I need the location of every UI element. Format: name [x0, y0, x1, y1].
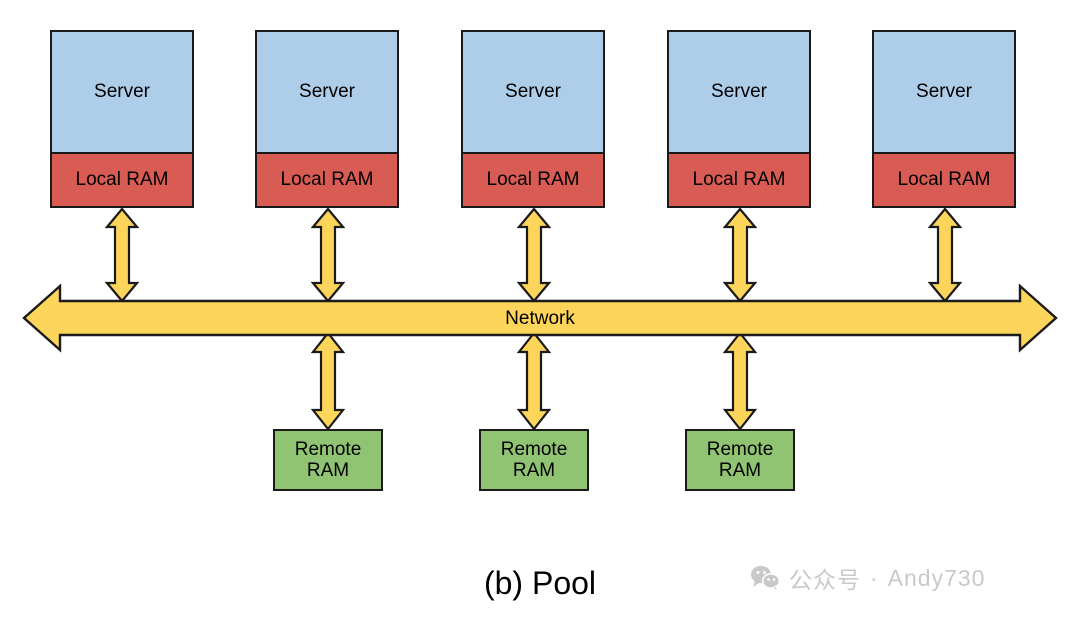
remote-ram-label-1-line1: Remote — [294, 438, 362, 460]
server-body-1: Server — [50, 30, 194, 153]
remote-ram-label-2-line1: Remote — [500, 438, 568, 460]
watermark: 公众号 · Andy730 — [750, 561, 985, 595]
remote-ram-node-2[interactable]: Remote RAM — [479, 429, 589, 491]
local-ram-label-4: Local RAM — [692, 169, 786, 191]
server-body-3: Server — [461, 30, 605, 153]
local-ram-label-2: Local RAM — [280, 169, 374, 191]
remote-ram-node-3[interactable]: Remote RAM — [685, 429, 795, 491]
local-ram-label-1: Local RAM — [75, 169, 169, 191]
server-label-5: Server — [916, 81, 972, 103]
figure-caption: (b) Pool — [483, 565, 597, 601]
network-label: Network — [505, 308, 575, 329]
network-bus[interactable] — [22, 283, 1058, 358]
remote-ram-label-1-line2: RAM — [306, 460, 350, 481]
remote-ram-node-1[interactable]: Remote RAM — [273, 429, 383, 491]
server-body-4: Server — [667, 30, 811, 153]
watermark-name: Andy730 — [887, 564, 986, 591]
server-body-2: Server — [255, 30, 399, 153]
local-ram-4: Local RAM — [667, 153, 811, 208]
local-ram-1: Local RAM — [50, 153, 194, 208]
local-ram-2: Local RAM — [255, 153, 399, 208]
server-label-1: Server — [94, 81, 150, 103]
server-label-3: Server — [505, 81, 561, 103]
wechat-logo-icon — [751, 565, 780, 591]
local-ram-3: Local RAM — [461, 153, 605, 208]
remote-ram-label-3-line2: RAM — [718, 460, 762, 481]
server-node-3[interactable]: Server Local RAM — [461, 30, 605, 208]
server-label-4: Server — [711, 81, 767, 103]
watermark-account: 公众号 — [789, 567, 861, 593]
server-label-2: Server — [299, 81, 355, 103]
server-node-5[interactable]: Server Local RAM — [872, 30, 1016, 208]
local-ram-5: Local RAM — [872, 153, 1016, 208]
double-headed-horizontal-arrow-icon — [22, 283, 1058, 353]
remote-ram-label-2-line2: RAM — [512, 460, 556, 481]
local-ram-label-5: Local RAM — [897, 169, 991, 191]
server-node-1[interactable]: Server Local RAM — [50, 30, 194, 208]
watermark-separator: · — [870, 564, 879, 591]
remote-ram-label-3-line1: Remote — [706, 438, 774, 460]
local-ram-label-3: Local RAM — [486, 169, 580, 191]
server-node-2[interactable]: Server Local RAM — [255, 30, 399, 208]
server-node-4[interactable]: Server Local RAM — [667, 30, 811, 208]
server-body-5: Server — [872, 30, 1016, 153]
